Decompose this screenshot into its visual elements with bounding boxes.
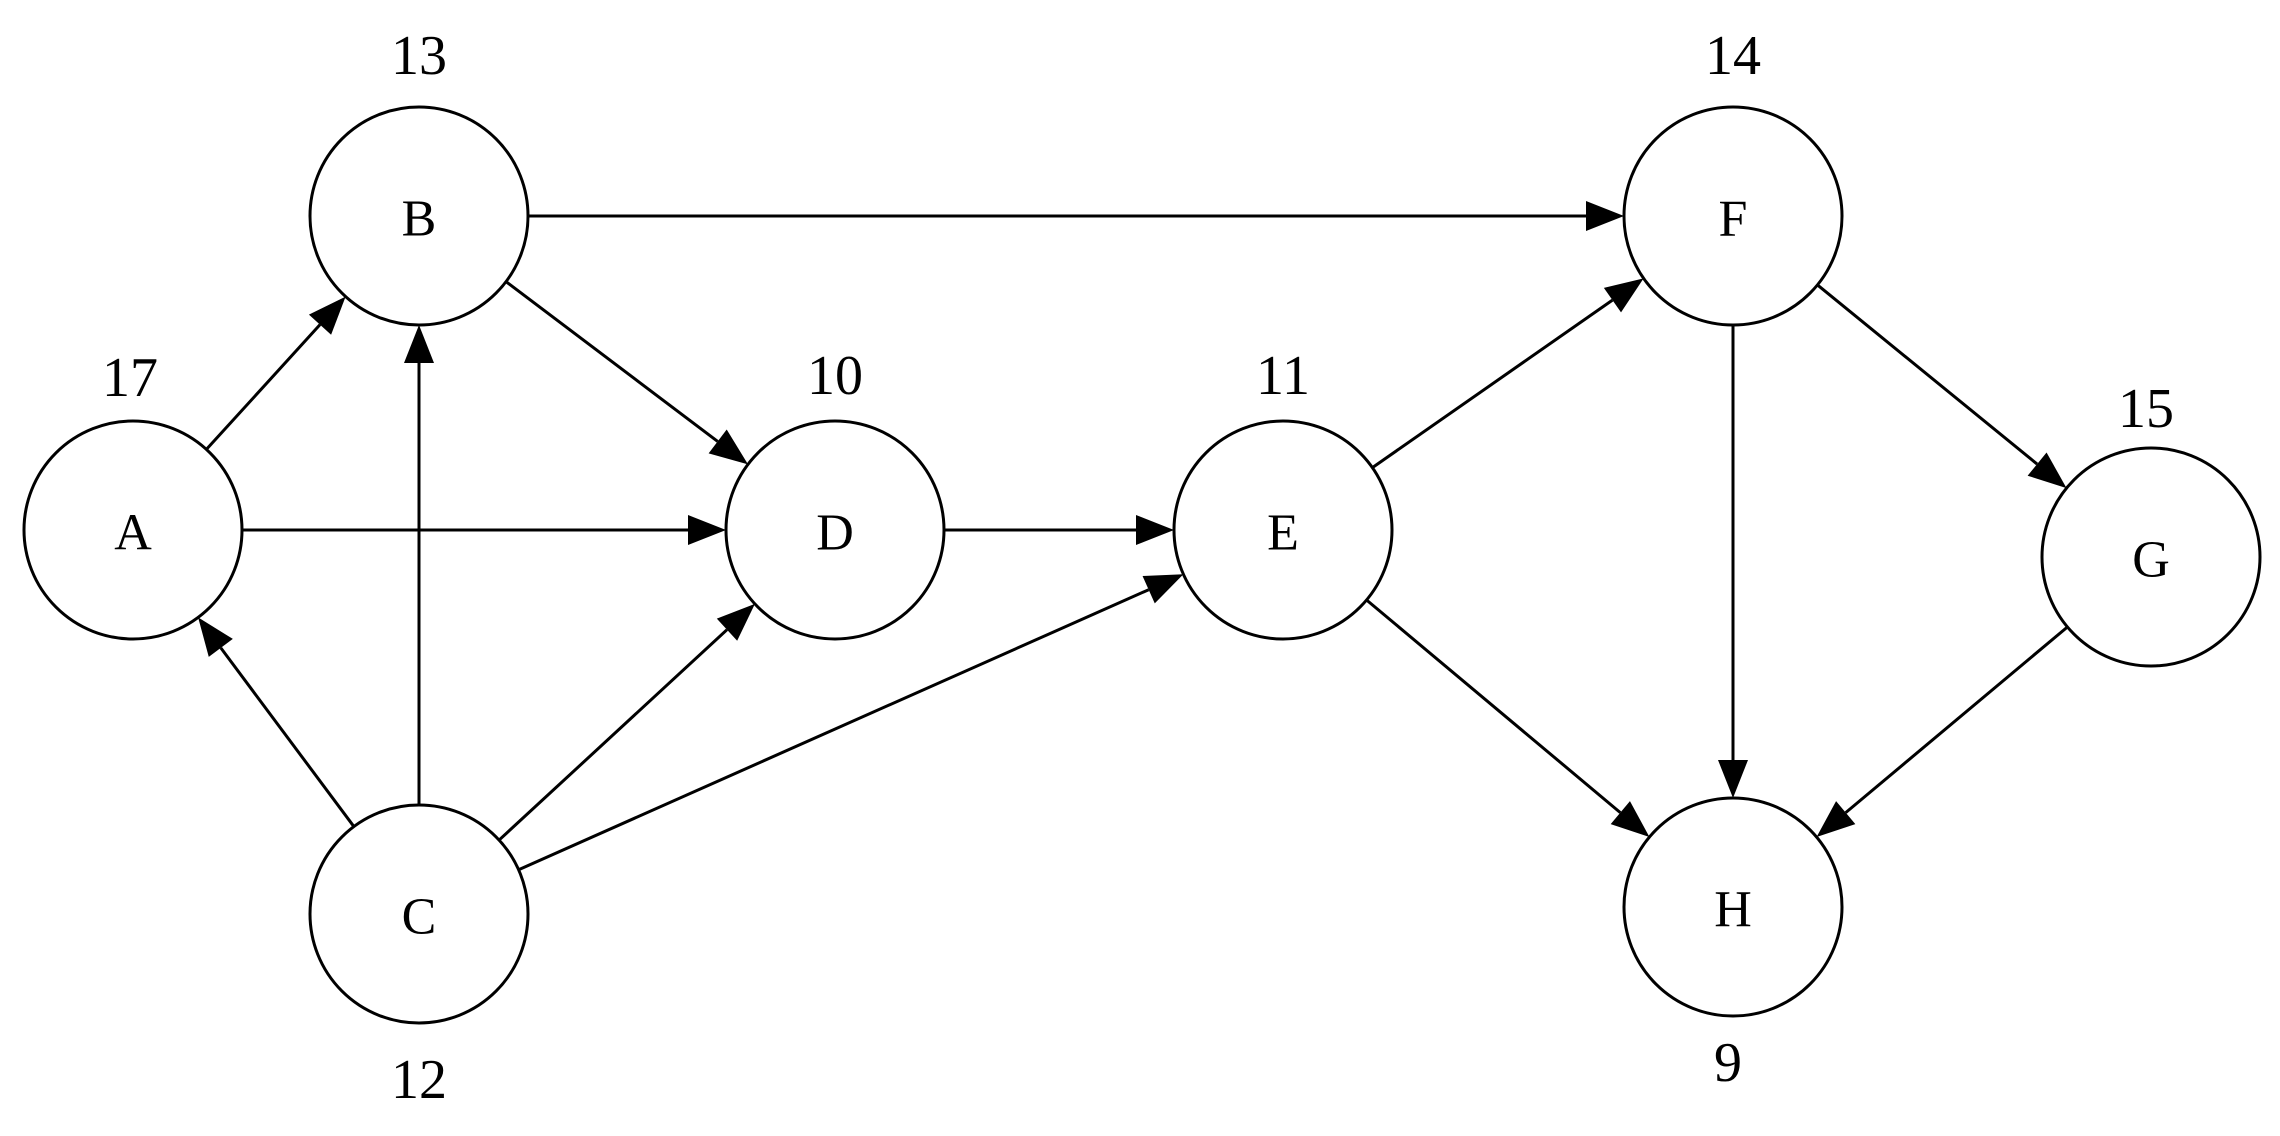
node-h-weight: 9	[1714, 1032, 1742, 1094]
node-h-circle	[1622, 796, 1844, 1018]
edge-c-d-line	[498, 628, 729, 842]
edge-g-h-line	[1844, 625, 2069, 814]
node-g: G 15	[2040, 378, 2262, 668]
edge-e-h-arrowhead	[1610, 801, 1650, 838]
node-g-label: G	[2132, 532, 2170, 589]
node-f: F 14	[1622, 25, 1844, 327]
edge-e-f-line	[1371, 298, 1614, 469]
edge-c-d-arrowhead	[716, 603, 755, 641]
node-b-circle	[308, 105, 530, 327]
edge-f-h	[1718, 325, 1748, 798]
node-a-circle	[22, 419, 244, 641]
edge-c-e-arrowhead	[1142, 574, 1184, 604]
node-a-label: A	[114, 505, 152, 562]
nodes-layer: A 17 B 13 C 12 D 10 E 11 F 14	[22, 25, 2262, 1111]
node-d-label: D	[816, 505, 854, 562]
node-c: C 12	[308, 803, 530, 1111]
edge-f-h-arrowhead	[1718, 760, 1748, 798]
edge-c-a	[198, 617, 356, 828]
edge-g-h	[1816, 625, 2069, 838]
edge-f-g-line	[1816, 283, 2039, 466]
edge-e-f	[1371, 278, 1644, 469]
edge-c-b	[404, 325, 434, 805]
node-a: A 17	[22, 347, 244, 641]
node-f-label: F	[1719, 191, 1748, 248]
node-f-weight: 14	[1705, 25, 1761, 87]
node-d: D 10	[724, 345, 946, 641]
edge-e-h-line	[1365, 598, 1622, 814]
edge-e-f-arrowhead	[1603, 278, 1644, 313]
edge-c-b-arrowhead	[404, 325, 434, 363]
edge-a-d	[242, 515, 726, 545]
edge-c-a-arrowhead	[198, 617, 233, 657]
edge-e-h	[1365, 598, 1650, 838]
edge-f-g	[1816, 283, 2067, 489]
edge-b-f-arrowhead	[1586, 201, 1624, 231]
node-h: H 9	[1622, 796, 1844, 1094]
edge-c-e	[517, 574, 1184, 872]
node-e-circle	[1172, 419, 1394, 641]
edge-c-d	[498, 603, 755, 842]
edge-c-a-line	[219, 646, 356, 828]
edge-b-d-arrowhead	[708, 429, 749, 465]
node-b-label: B	[402, 191, 437, 248]
node-b-weight: 13	[391, 25, 447, 87]
node-b: B 13	[308, 25, 530, 327]
edge-a-b-line	[205, 323, 322, 451]
edge-b-d-line	[505, 280, 719, 443]
edges-layer	[198, 201, 2069, 872]
edge-a-b	[205, 296, 346, 451]
node-d-weight: 10	[807, 345, 863, 407]
edge-c-e-line	[517, 588, 1150, 872]
node-g-circle	[2040, 446, 2262, 668]
node-e-weight: 11	[1256, 345, 1310, 407]
node-e-label: E	[1267, 505, 1299, 562]
edge-b-d	[505, 280, 749, 465]
node-c-weight: 12	[391, 1049, 447, 1111]
edge-a-b-arrowhead	[308, 296, 346, 335]
edge-d-e-arrowhead	[1136, 515, 1174, 545]
node-c-circle	[308, 803, 530, 1025]
node-f-circle	[1622, 105, 1844, 327]
edge-d-e	[944, 515, 1174, 545]
edge-f-g-arrowhead	[2027, 452, 2067, 489]
edge-a-d-arrowhead	[688, 515, 726, 545]
node-h-label: H	[1714, 882, 1752, 939]
node-d-circle	[724, 419, 946, 641]
node-g-weight: 15	[2118, 378, 2174, 440]
node-a-weight: 17	[102, 347, 158, 409]
edge-b-f	[528, 201, 1624, 231]
node-e: E 11	[1172, 345, 1394, 641]
edge-g-h-arrowhead	[1816, 801, 1856, 838]
node-c-label: C	[402, 889, 437, 946]
